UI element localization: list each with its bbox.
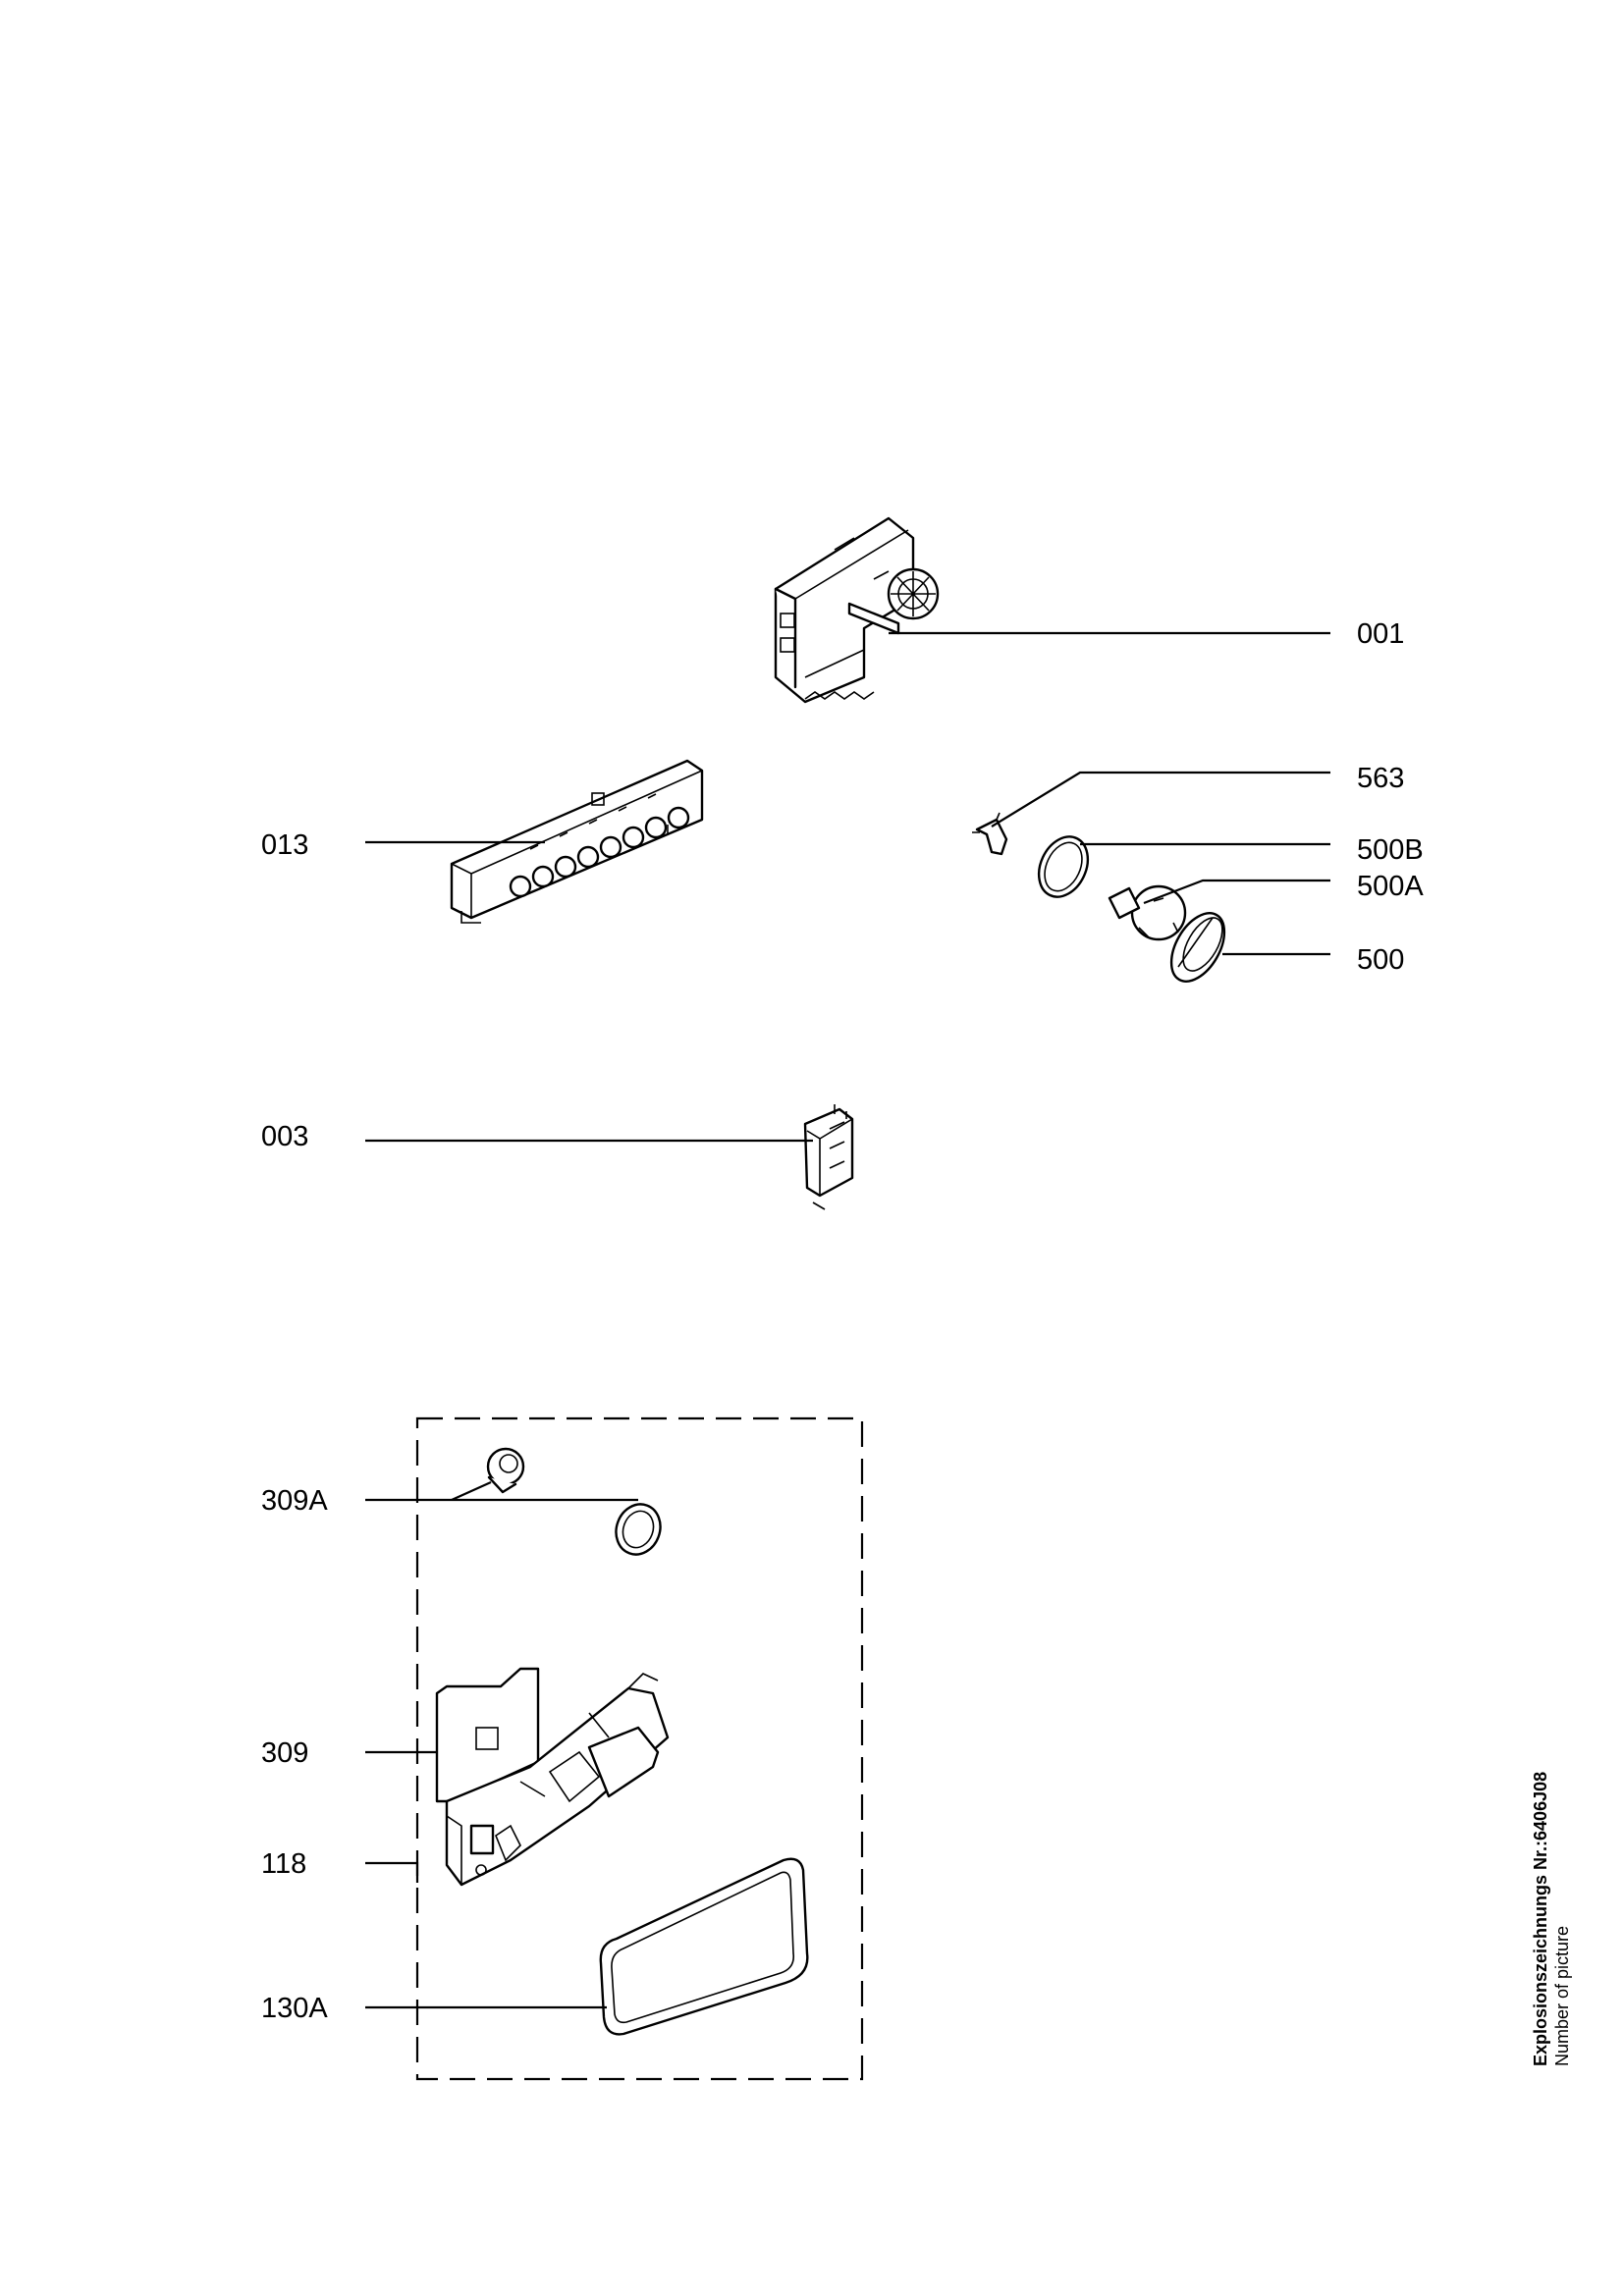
- label-130A: 130A: [261, 1993, 328, 2024]
- drawing-number-subtitle: Number of picture: [1552, 1926, 1572, 2066]
- part-013-switch-bank: [450, 759, 704, 924]
- door-lock-kit-box: [415, 1416, 864, 2081]
- leader-500A: [1143, 879, 1330, 905]
- part-500B-ring: [1037, 835, 1090, 898]
- part-500-knob: [1169, 912, 1226, 983]
- label-309: 309: [261, 1737, 308, 1769]
- label-013: 013: [261, 829, 308, 861]
- label-500B: 500B: [1357, 834, 1424, 866]
- part-500A-knob-insert: [1108, 884, 1187, 941]
- label-500A: 500A: [1357, 871, 1424, 902]
- leader-563: [991, 771, 1330, 828]
- part-130A-gasket: [599, 1857, 809, 2036]
- part-003-switch: [803, 1104, 854, 1210]
- label-001: 001: [1357, 618, 1404, 650]
- drawing-number: Explosionszeichnungs Nr.:6406J08: [1531, 1772, 1550, 2066]
- part-309A-fastener: [486, 1447, 662, 1556]
- leader-118: [365, 1861, 419, 1883]
- drawing-number-caption: Explosionszeichnungs Nr.:6406J08 Number …: [1531, 1772, 1572, 2066]
- label-118: 118: [261, 1848, 306, 1880]
- leader-309A-fastener: [451, 1480, 492, 1502]
- label-500: 500: [1357, 944, 1404, 976]
- part-309-door-lock: [435, 1667, 670, 1887]
- label-003: 003: [261, 1121, 308, 1152]
- label-563: 563: [1357, 763, 1404, 794]
- label-309A: 309A: [261, 1485, 328, 1517]
- part-563-clip: [972, 812, 1008, 856]
- part-001-timer: [774, 516, 940, 704]
